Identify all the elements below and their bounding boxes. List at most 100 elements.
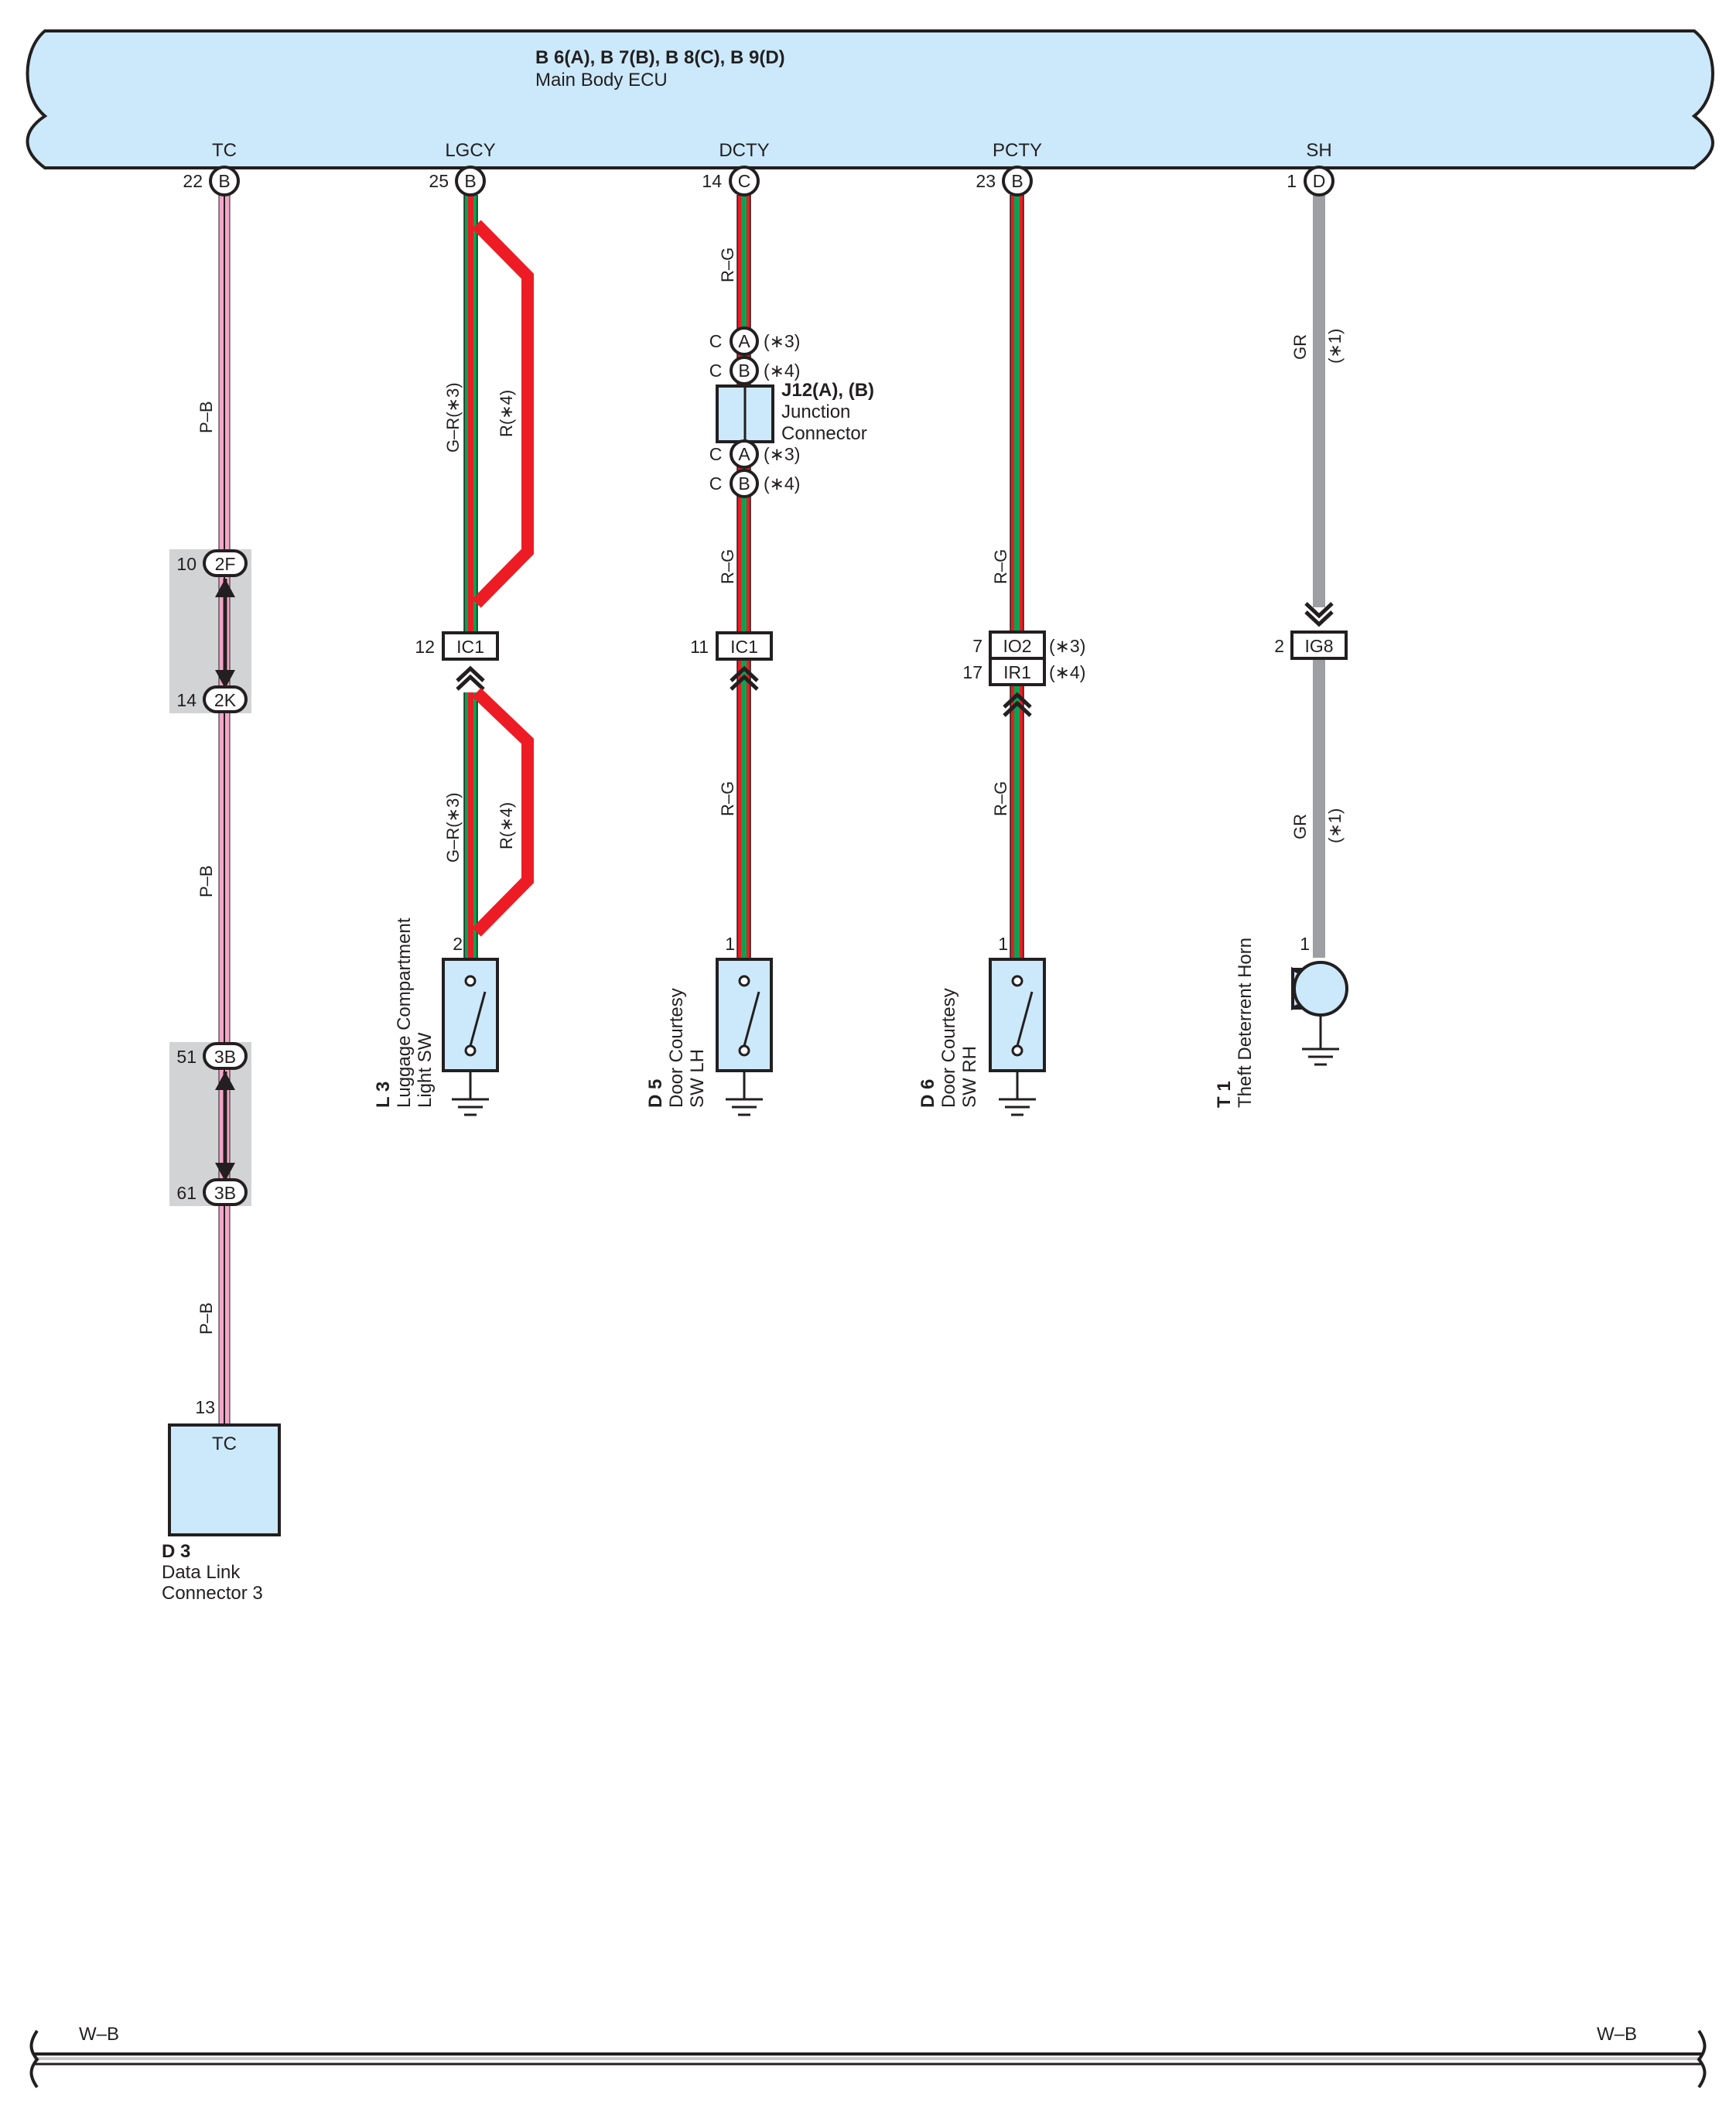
lgcy-circuit: B 25 G–R(∗3) R(∗4) IC1 12 G–R(∗3) R(∗4) … xyxy=(373,166,534,1116)
svg-text:C: C xyxy=(738,171,751,191)
ground-bus: W–B W–B xyxy=(29,2024,1707,2089)
connector-io2: IO2 xyxy=(989,631,1046,660)
svg-text:B: B xyxy=(738,473,750,494)
door-courtesy-switch-rh xyxy=(989,958,1046,1116)
connector-ecu-c-dcty: C xyxy=(729,166,760,197)
horn-name: Theft Deterrent Horn xyxy=(1235,938,1256,1108)
wire-label-p-b-2: P–B xyxy=(196,865,216,897)
svg-text:B: B xyxy=(464,171,476,191)
lgcy-code: L 3 xyxy=(373,1082,394,1108)
ground-label-right: W–B xyxy=(1597,2024,1637,2045)
svg-text:2F: 2F xyxy=(215,554,236,574)
pin-13: 13 xyxy=(195,1397,215,1417)
jc-note-1: (∗3) xyxy=(764,331,800,351)
pin-1-dcty: 1 xyxy=(725,934,735,954)
pcty-name-2: SW RH xyxy=(959,1046,980,1108)
ir1-note: (∗4) xyxy=(1049,662,1085,682)
wire-label-gr-1: GR xyxy=(1290,334,1310,360)
ecu-terminal-pcty: PCTY xyxy=(993,140,1042,161)
wire-label-gr-2: GR xyxy=(1290,814,1310,839)
wire-label-p-b-3: P–B xyxy=(196,1302,216,1335)
jc-c-4: C xyxy=(709,473,723,494)
wire-r-bypass-upper xyxy=(472,220,534,608)
wire-label-r-2: R(∗4) xyxy=(497,802,516,849)
svg-text:3B: 3B xyxy=(214,1183,236,1203)
jc-code: J12(A), (B) xyxy=(781,380,874,401)
dcty-code: D 5 xyxy=(645,1079,666,1108)
pin-12: 12 xyxy=(415,637,435,657)
pin-51: 51 xyxy=(176,1047,196,1067)
dcty-circuit: C 14 R–G A B A B C C C C (∗3) (∗4) (∗3) … xyxy=(645,166,874,1116)
jc-note-3: (∗3) xyxy=(764,444,800,464)
wire-r-g-dcty xyxy=(736,195,751,961)
pcty-name-1: Door Courtesy xyxy=(938,988,959,1108)
dlc-name-2: Connector 3 xyxy=(162,1583,263,1604)
wire-p-b xyxy=(218,182,231,1423)
connector-3b-61: 3B xyxy=(203,1178,248,1206)
wire-label-g-r-1: G–R(∗3) xyxy=(443,382,463,453)
pin-2: 2 xyxy=(453,934,463,954)
pin-10: 10 xyxy=(176,554,196,574)
ecu-title: B 6(A), B 7(B), B 8(C), B 9(D) xyxy=(535,47,785,68)
jc-note-4: (∗4) xyxy=(764,473,800,494)
svg-text:IG8: IG8 xyxy=(1304,636,1333,656)
svg-text:IR1: IR1 xyxy=(1003,662,1031,682)
pin-1-horn: 1 xyxy=(1300,934,1310,954)
jc-c-3: C xyxy=(709,444,723,464)
pin-23: 23 xyxy=(976,171,996,191)
luggage-switch xyxy=(442,958,499,1116)
pin-11: 11 xyxy=(690,637,709,657)
ecu-body xyxy=(26,29,1714,169)
pin-1-sh: 1 xyxy=(1287,171,1297,191)
ecu-subtitle: Main Body ECU xyxy=(535,70,668,91)
double-arrow-2 xyxy=(215,1071,235,1181)
jc-c-1: C xyxy=(709,331,723,351)
connector-ecu-b-pcty: B xyxy=(1002,166,1033,197)
pin-22: 22 xyxy=(183,171,203,191)
horn-icon xyxy=(1291,961,1348,1066)
svg-text:IC1: IC1 xyxy=(456,637,484,657)
connector-ic1-lgcy: IC1 xyxy=(442,631,499,661)
wire-gr-lower xyxy=(1313,660,1325,958)
io2-note: (∗3) xyxy=(1049,636,1085,656)
pin-7: 7 xyxy=(972,636,982,656)
pcty-circuit: B 23 R–G IO2 7 (∗3) IR1 17 (∗4) R–G 1 xyxy=(918,166,1085,1116)
wire-r-bypass-lower xyxy=(472,688,534,937)
double-arrow-1 xyxy=(215,579,235,689)
connector-ic1-dcty: IC1 xyxy=(716,631,773,661)
wire-label-r-1: R(∗4) xyxy=(497,390,516,437)
sh-circuit: D 1 GR (∗1) IG8 2 GR (∗1) 1 T 1 Theft De… xyxy=(1214,166,1348,1108)
jc-name-2: Connector xyxy=(781,423,867,444)
svg-text:IC1: IC1 xyxy=(730,637,758,657)
svg-text:B: B xyxy=(1011,171,1023,191)
wire-label-g-r-2: G–R(∗3) xyxy=(443,792,463,863)
chevron-icon xyxy=(730,665,759,691)
chevron-down-icon xyxy=(1304,602,1334,627)
connector-2f: 2F xyxy=(203,549,248,577)
wire-r-g-pcty xyxy=(1010,195,1024,961)
svg-text:2K: 2K xyxy=(214,690,237,710)
ecu-terminal-tc: TC xyxy=(212,140,237,161)
svg-text:B: B xyxy=(218,171,230,191)
wire-g-r-upper xyxy=(463,195,478,636)
junction-block-2 xyxy=(169,1042,251,1206)
wire-label-r-g-5: R–G xyxy=(991,781,1010,816)
ecu-terminal-dcty: DCTY xyxy=(719,140,769,161)
dlc-code: D 3 xyxy=(162,1541,190,1562)
wire-gr-upper xyxy=(1313,193,1325,607)
pin-14: 14 xyxy=(176,690,196,710)
wire-label-p-b-1: P–B xyxy=(196,401,216,433)
svg-text:IO2: IO2 xyxy=(1003,636,1031,656)
svg-text:TC: TC xyxy=(212,1434,237,1454)
connector-ecu-d-sh: D xyxy=(1304,166,1334,197)
jc-name-1: Junction xyxy=(781,402,850,422)
pin-1-pcty: 1 xyxy=(998,934,1008,954)
dcty-name-2: SW LH xyxy=(687,1049,708,1108)
connector-3b-51: 3B xyxy=(203,1042,248,1070)
wire-label-r-g-2: R–G xyxy=(718,549,737,584)
lgcy-name-2: Light SW xyxy=(415,1032,436,1108)
door-courtesy-switch-lh xyxy=(716,958,773,1116)
pin-61: 61 xyxy=(176,1183,196,1203)
wire-g-r-lower xyxy=(463,692,478,959)
